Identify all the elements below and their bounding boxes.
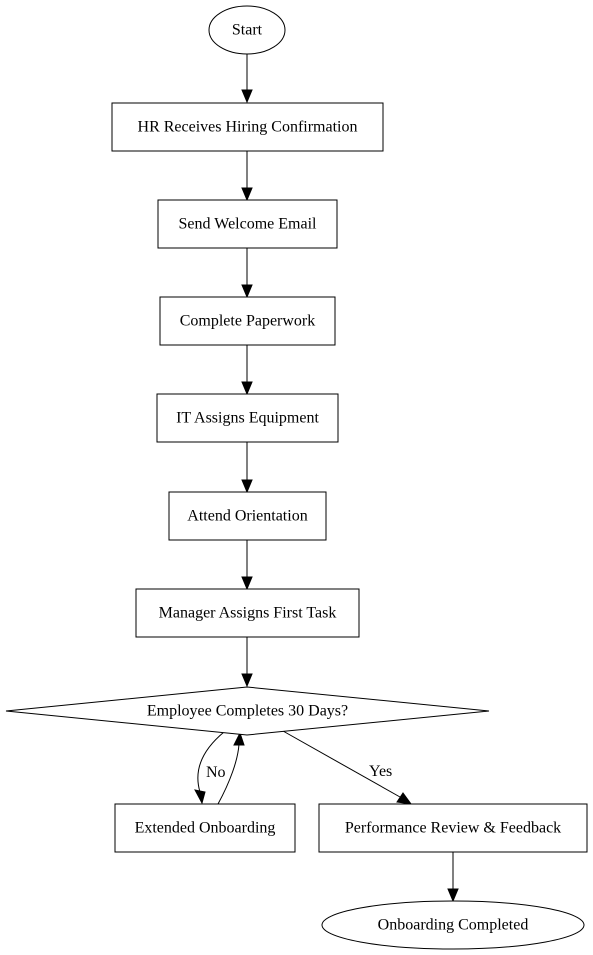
edge-label-yes: Yes: [369, 763, 392, 780]
edge-task-to-decision: [241, 637, 253, 688]
node-paperwork-label: Complete Paperwork: [180, 313, 316, 330]
node-manager-assigns-task: Manager Assigns First Task: [135, 588, 360, 638]
node-hr-receives-confirmation: HR Receives Hiring Confirmation: [111, 102, 384, 152]
node-start: Start: [208, 5, 286, 55]
node-completed-label: Onboarding Completed: [378, 917, 529, 934]
edge-start-to-hr: [241, 54, 253, 104]
edge-email-to-paperwork: [241, 248, 253, 299]
node-onboarding-completed: Onboarding Completed: [321, 900, 585, 950]
node-hr-label: HR Receives Hiring Confirmation: [138, 119, 358, 136]
node-extended-onboarding: Extended Onboarding: [114, 803, 296, 853]
edges: [194, 54, 459, 903]
edge-paperwork-to-it: [241, 345, 253, 396]
node-it-label: IT Assigns Equipment: [176, 410, 319, 427]
edge-label-no: No: [206, 764, 226, 781]
node-email-label: Send Welcome Email: [179, 216, 317, 233]
edge-extended-to-decision: [217, 731, 245, 805]
node-it-assigns-equipment: IT Assigns Equipment: [156, 393, 339, 443]
edge-hr-to-email: [241, 151, 253, 202]
node-send-welcome-email: Send Welcome Email: [157, 199, 338, 249]
edge-orientation-to-task: [241, 540, 253, 591]
node-review-label: Performance Review & Feedback: [345, 820, 561, 837]
node-decision-30-days: Employee Completes 30 Days?: [5, 686, 490, 736]
node-performance-review: Performance Review & Feedback: [318, 803, 588, 853]
edge-it-to-orientation: [241, 442, 253, 494]
edge-decision-to-extended: [194, 731, 225, 805]
node-decision-label: Employee Completes 30 Days?: [147, 703, 348, 720]
node-extended-label: Extended Onboarding: [135, 820, 276, 837]
node-orientation-label: Attend Orientation: [187, 508, 307, 525]
node-complete-paperwork: Complete Paperwork: [159, 296, 336, 346]
edge-decision-to-review: [282, 730, 413, 805]
edge-review-to-completed: [447, 852, 459, 903]
node-attend-orientation: Attend Orientation: [168, 491, 327, 541]
node-task-label: Manager Assigns First Task: [159, 605, 337, 622]
node-start-label: Start: [232, 22, 263, 39]
